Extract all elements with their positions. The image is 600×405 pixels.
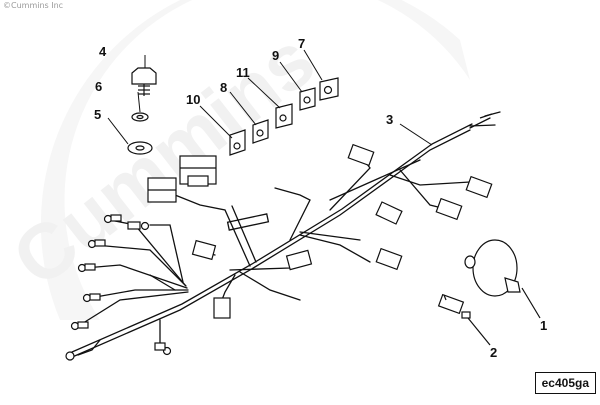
connectors — [191, 113, 493, 319]
p-clips — [229, 77, 339, 156]
bolt-and-washers — [127, 67, 157, 155]
callout-11: 11 — [236, 65, 250, 80]
copyright-notice: ©Cummins Inc — [3, 1, 64, 10]
callout-9: 9 — [272, 48, 279, 63]
callout-10: 10 — [186, 92, 200, 107]
ring-terminals — [65, 214, 172, 361]
cummins-watermark: Cummins — [0, 15, 331, 304]
callout-1: 1 — [540, 318, 547, 333]
pressure-sender — [464, 239, 541, 319]
temperature-sender — [437, 293, 491, 346]
relay-connector — [147, 155, 217, 203]
callout-5: 5 — [94, 107, 101, 122]
leader-lines — [107, 49, 433, 146]
callout-6: 6 — [95, 79, 102, 94]
callout-3: 3 — [386, 112, 393, 127]
callout-8: 8 — [220, 80, 227, 95]
callout-4: 4 — [99, 44, 107, 59]
callout-7: 7 — [298, 36, 305, 51]
figure-code-label: ec405ga — [534, 372, 596, 394]
callout-2: 2 — [490, 345, 497, 360]
